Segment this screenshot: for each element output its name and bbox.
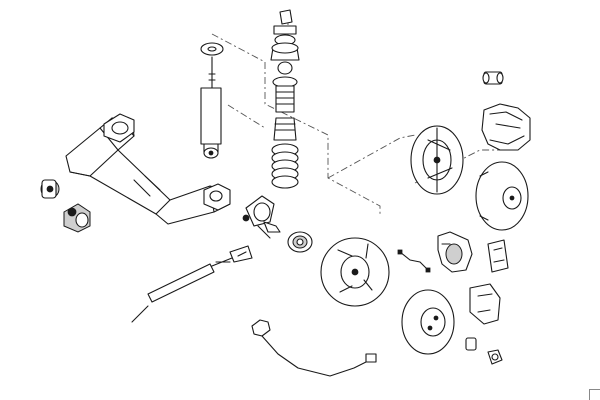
brake-shoes bbox=[481, 103, 531, 151]
wheel-bearing bbox=[287, 231, 313, 253]
brake-caliper bbox=[437, 231, 473, 273]
handbrake-cable bbox=[131, 245, 253, 323]
brake-hose bbox=[397, 249, 431, 273]
axle-bushing bbox=[40, 179, 60, 199]
corner-mark bbox=[589, 389, 600, 400]
axle-nut bbox=[487, 349, 503, 365]
brake-backing-plate bbox=[410, 125, 464, 195]
shock-top-mount bbox=[270, 9, 300, 75]
shock-absorber bbox=[200, 42, 224, 159]
wheel-cylinder bbox=[482, 71, 504, 85]
bump-stop-boot bbox=[272, 76, 298, 141]
dust-shield bbox=[320, 237, 390, 307]
hub-cap bbox=[465, 337, 477, 351]
axle-beam bbox=[65, 113, 231, 225]
brake-pads bbox=[487, 239, 509, 273]
rubber-mount bbox=[63, 203, 91, 233]
caliper-carrier bbox=[469, 283, 501, 325]
brake-drum bbox=[475, 161, 529, 231]
assembly-guide-lines bbox=[211, 18, 518, 215]
coil-spring bbox=[271, 143, 299, 189]
brake-disc bbox=[401, 289, 455, 355]
abs-sensor-cable bbox=[251, 319, 377, 377]
stub-axle bbox=[242, 195, 281, 239]
